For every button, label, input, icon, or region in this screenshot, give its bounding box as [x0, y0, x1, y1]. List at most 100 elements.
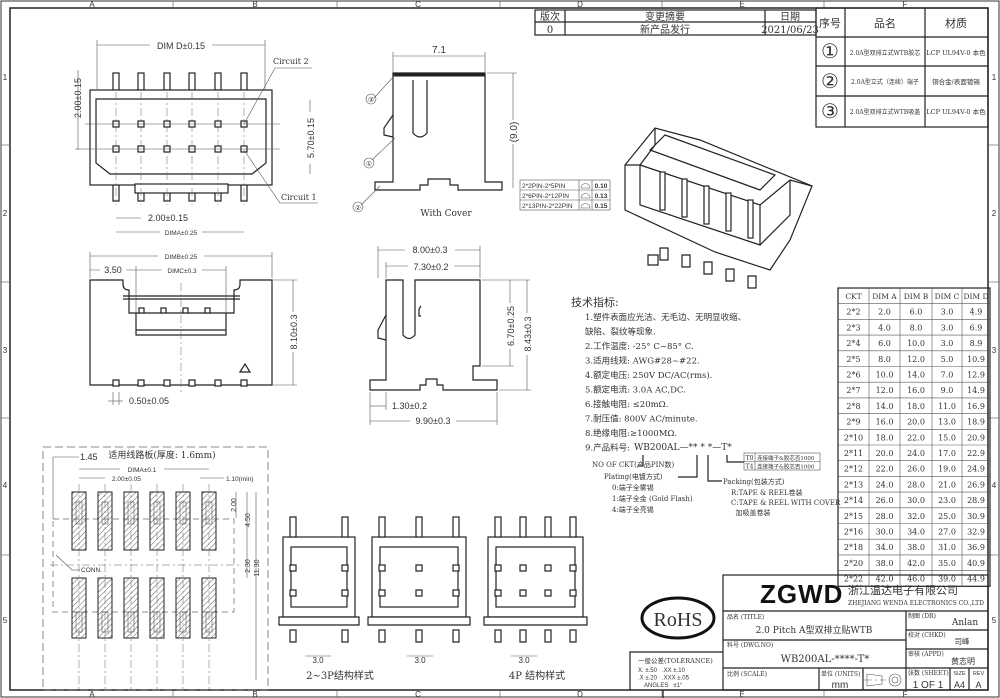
packing-option: R:TAPE & REEL卷装	[731, 488, 803, 497]
rev-value: A	[975, 680, 981, 690]
coplanarity-value: 0.15	[595, 203, 608, 210]
table-cell: 3.0	[941, 339, 954, 348]
contact-tip	[160, 307, 167, 314]
company-name-cn: 浙江温达电子有限公司	[848, 583, 958, 597]
contact	[519, 589, 527, 597]
drawing-number: WB200AL-****-T*	[781, 654, 870, 665]
side-foot-label: 1.30±0.2	[392, 401, 427, 411]
flatness-icon	[580, 193, 591, 199]
pin-foot	[647, 254, 659, 266]
table-cell: 24.9	[967, 465, 985, 474]
table-cell: 8.0	[910, 323, 923, 332]
table-cell: 14.0	[907, 371, 925, 380]
table-cell: 12.9	[967, 371, 985, 380]
table-cell: 18.0	[907, 402, 925, 411]
table-frame	[837, 287, 991, 587]
table-cell: 6.0	[910, 308, 923, 317]
table-cell: 14.0	[876, 402, 894, 411]
ckt-label: NO OF CKT(产品PIN数)	[592, 460, 674, 469]
side-total-label: 9.90±0.3	[416, 416, 451, 426]
base	[278, 616, 360, 626]
table-cell: 30.0	[907, 496, 925, 505]
bom-header-material: 材质	[945, 16, 967, 30]
zone-col-label: B	[252, 0, 257, 9]
dwg-label: 料号 (DWG.NO)	[727, 641, 773, 649]
tolerance-block: 一般公差(TOLERANCE) X. ±.50 .XX ±.10 .X ±.20…	[629, 651, 723, 698]
appd-value: 黄志明	[951, 656, 975, 666]
pin-width-label: 0.50±0.05	[129, 396, 169, 406]
zone-col-label: D	[577, 690, 583, 698]
contact-tip	[204, 307, 211, 314]
contact	[494, 564, 502, 572]
pin	[341, 516, 349, 538]
table-cell: 22.9	[967, 449, 985, 458]
pcb-d4: 11.30	[254, 559, 261, 576]
zone-col-label: E	[739, 0, 744, 9]
pin	[112, 72, 120, 91]
spec-item: 6.接触电阻: ≤20mΩ.	[585, 399, 668, 410]
top-view: DIM D±0.15 2.00±0.15 5.70±0.15 2.00±0.15…	[73, 39, 318, 237]
pcb-conn-label: CONN.	[81, 567, 102, 574]
side-height-2: 8.43±0.3	[523, 317, 533, 352]
chkd-label: 校对 (CHKD)	[908, 631, 946, 639]
pin	[188, 72, 196, 91]
table-cell: 2*8	[846, 402, 860, 411]
pin	[137, 379, 145, 387]
pin	[163, 72, 171, 91]
zone-col-label: A	[89, 690, 95, 698]
packing-option: 加吸盖卷装	[731, 508, 770, 517]
table-cell: 3.0	[941, 308, 954, 317]
table-cell: 7.0	[941, 371, 954, 380]
table-cell: 8.9	[970, 339, 983, 348]
table-cell: 2*6	[846, 371, 860, 380]
table-cell: 44.9	[967, 575, 985, 584]
table-cell: 2.0	[878, 308, 891, 317]
pin	[519, 629, 527, 643]
zone-row-label: 5	[3, 616, 8, 625]
table-header: DIM C	[935, 292, 960, 301]
table-cell: 10.9	[967, 355, 985, 364]
part-code: WB200AL—** * *—T*	[634, 443, 732, 453]
zone-row-label: 4	[992, 481, 997, 490]
table-cell: 39.0	[938, 575, 956, 584]
table-header: DIM B	[904, 292, 929, 301]
contact	[452, 589, 460, 597]
dim-b-label: DIMB±0.25	[165, 254, 198, 261]
table-cell: 2*13	[844, 480, 863, 489]
table-cell: 2*22	[844, 575, 863, 584]
contact	[569, 589, 577, 597]
housing	[371, 536, 467, 618]
pin	[214, 72, 222, 91]
title-block: ZGWD 浙江温达电子有限公司 ZHEJIANG WENDA ELECTRONI…	[722, 574, 989, 691]
pin	[519, 516, 527, 538]
table-cell: 2*4	[846, 339, 860, 348]
table-cell: 21.0	[938, 480, 956, 489]
front-view: DIMB±0.25 3.50 DIMC±0.3 8.10±0.3 0.50±0.…	[89, 251, 299, 406]
pin	[544, 629, 552, 643]
pin	[659, 171, 666, 211]
cover-side-view: 7.1 (9.0) ③ ① ② With Cover 2*2PIN-2*5PIN…	[352, 45, 611, 219]
spec-item: 1.塑件表面应光洁、无毛边、无明显收缩、	[585, 312, 746, 323]
contact	[415, 589, 423, 597]
table-cell: 26.0	[876, 496, 894, 505]
circuit-2-label: Circuit 2	[273, 57, 309, 66]
plating-label: Plating(电镀方式)	[604, 472, 663, 481]
zone-col-label: E	[739, 690, 744, 698]
table-cell: 2*5	[846, 355, 860, 364]
side-width-2: 7.30±0.2	[414, 262, 449, 272]
cover-width-label: 7.1	[432, 45, 446, 56]
table-cell: 19.0	[938, 465, 956, 474]
base	[483, 616, 588, 626]
contact	[289, 589, 297, 597]
table-cell: 32.0	[907, 512, 925, 521]
pin	[240, 72, 248, 91]
contact	[569, 564, 577, 572]
pitch-horizontal-label: 2.00±0.15	[148, 213, 188, 223]
table-cell: 10.0	[876, 371, 894, 380]
table-cell: 27.0	[938, 528, 956, 537]
zone-col-label: B	[252, 690, 257, 698]
pin	[544, 516, 552, 538]
zone-col-label: C	[415, 0, 421, 9]
row-span-label: 5.70±0.15	[306, 118, 316, 158]
